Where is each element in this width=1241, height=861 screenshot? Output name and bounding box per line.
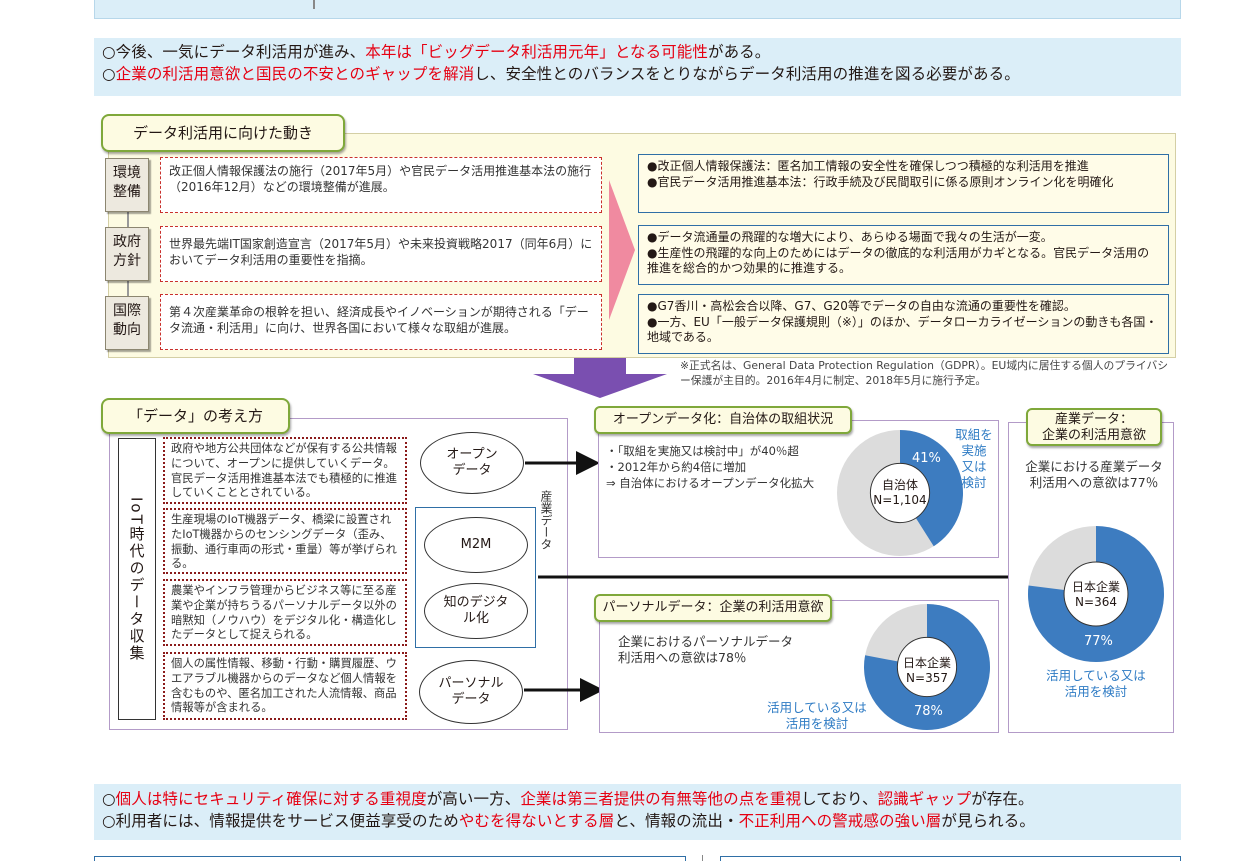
summary-text: ○ — [102, 65, 116, 83]
desc-government: 世界最先端IT国家創造宣言（2017年5月）や未来投資戦略2017（同年6月）に… — [160, 226, 602, 282]
iot-vertical-label: IoT時代のデータ収集 — [118, 438, 156, 720]
industry-data-title: 産業データ：企業の利活用意欲 — [1026, 408, 1162, 446]
bullet: ●G7香川・高松会合以降、G7、G20等でデータの自由な流通の重要性を確認。 — [647, 299, 1076, 313]
top-summary-line1: ○今後、一気にデータ利活用が進み、本年は「ビッグデータ利活用元年」となる可能性が… — [102, 41, 1181, 63]
open-data-title: オープンデータ化：自治体の取組状況 — [594, 406, 852, 434]
bullet: ●官民データ活用推進基本法：行政手続及び民間取引に係る原則オンライン化を明確化 — [647, 174, 1114, 189]
donut-hole — [896, 636, 958, 698]
movement-title: データ利活用に向けた動き — [101, 114, 345, 152]
desc-environment: 改正個人情報保護法の施行（2017年5月）や官民データ活用推進基本法の施行（20… — [160, 157, 602, 213]
label-government: 政府方針 — [105, 227, 149, 281]
desc-international: 第４次産業革命の根幹を担い、経済成長やイノベーションが期待される「データ流通・利… — [160, 294, 602, 350]
industry-data-text: 企業における産業データ利活用への意欲は77％ — [1025, 459, 1163, 490]
ellipse-knowledge: 知のデジタル化 — [424, 583, 528, 639]
personal-data-title: パーソナルデータ：企業の利活用意欲 — [594, 594, 832, 622]
top-strip — [94, 0, 1181, 19]
desc-open-data: 政府や地方公共団体などが保有する公共情報について、オープンに提供していくデータ。… — [163, 437, 407, 504]
personal-data-donut — [864, 604, 990, 730]
ellipse-personal: パーソナルデータ — [419, 660, 523, 724]
open-data-text: ・「取組を実施又は検討中」が40％超・2012年から約4倍に増加⇒ 自治体におけ… — [606, 444, 815, 490]
top-summary-line2: ○企業の利活用意欲と国民の不安とのギャップを解消し、安全性とのバランスをとりなが… — [102, 63, 1181, 85]
bullet: ●データ流通量の飛躍的な増大により、あらゆる場面で我々の生活が一変。 — [647, 230, 1053, 244]
bottom-summary-line1: ○個人は特にセキュリティ確保に対する重視度が高い一方、企業は第三者提供の有無等他… — [102, 790, 1034, 808]
bullets-international: ●G7香川・高松会合以降、G7、G20等でデータの自由な流通の重要性を確認。 ●… — [638, 294, 1169, 354]
personal-data-caption: 活用している又は活用を検討 — [767, 700, 867, 731]
summary-text: し、安全性とのバランスをとりながらデータ利活用の推進を図る必要がある。 — [474, 65, 1020, 83]
desc-m2m: 生産現場のIoT機器データ、橋梁に設置されたIoT機器からのセンシングデータ（歪… — [163, 508, 407, 574]
bottom-right-panel-edge — [720, 856, 1181, 861]
personal-data-text: 企業におけるパーソナルデータ利活用への意欲は78％ — [618, 634, 794, 665]
purple-down-arrow-icon — [533, 358, 667, 398]
bullet: ●一方、EU「一般データ保護規則（※）」のほか、データローカライゼーションの動き… — [647, 314, 1158, 345]
summary-highlight: 本年は「ビッグデータ利活用元年」となる可能性 — [365, 43, 708, 61]
bottom-divider — [702, 855, 703, 861]
donut-hole — [1063, 561, 1129, 627]
bullets-government: ●データ流通量の飛躍的な増大により、あらゆる場面で我々の生活が一変。 ●生産性の… — [638, 225, 1169, 285]
open-data-side-label: 取組を実施又は検討 — [955, 427, 993, 490]
industry-data-caption: 活用している又は活用を検討 — [1046, 668, 1146, 699]
gdpr-footnote: ※正式名は、General Data Protection Regulation… — [680, 359, 1169, 387]
open-data-pct: 41% — [912, 451, 941, 466]
summary-text: ○今後、一気にデータ利活用が進み、 — [102, 43, 366, 61]
industry-data-donut — [1028, 526, 1164, 662]
personal-data-pct: 78% — [914, 704, 943, 719]
bullets-environment: ●改正個人情報保護法：匿名加工情報の安全性を確保しつつ積極的な利活用を推進 ●官… — [638, 154, 1169, 213]
ellipse-open-data: オープンデータ — [420, 432, 524, 494]
ellipse-m2m: M2M — [424, 517, 528, 573]
bottom-left-panel-edge — [94, 856, 686, 861]
label-environment: 環境整備 — [105, 158, 149, 212]
top-summary: ○今後、一気にデータ利活用が進み、本年は「ビッグデータ利活用元年」となる可能性が… — [94, 38, 1181, 96]
donut-hole — [869, 462, 931, 524]
pink-arrow-icon — [609, 180, 635, 320]
industry-data-label: 産業データ — [539, 490, 553, 550]
summary-highlight: 企業の利活用意欲と国民の不安とのギャップを解消 — [115, 65, 475, 83]
bullet: ●改正個人情報保護法：匿名加工情報の安全性を確保しつつ積極的な利活用を推進 — [647, 159, 1089, 173]
open-data-donut — [837, 430, 963, 556]
desc-knowledge: 農業やインフラ管理からビジネス等に至る産業や企業が持ちうるパーソナルデータ以外の… — [163, 579, 407, 646]
bottom-summary-line2: ○利用者には、情報提供をサービス便益享受のためやむを得ないとする層と、情報の流出… — [102, 812, 1035, 830]
bullet: ●生産性の飛躍的な向上のためにはデータの徹底的な利活用がカギとなる。官民データ活… — [647, 245, 1150, 276]
data-concept-title: 「データ」の考え方 — [101, 398, 290, 434]
top-strip-divider — [313, 0, 315, 9]
bottom-summary: ○個人は特にセキュリティ確保に対する重視度が高い一方、企業は第三者提供の有無等他… — [94, 784, 1181, 840]
industry-data-pct: 77% — [1084, 634, 1113, 649]
label-international: 国際動向 — [105, 296, 149, 350]
desc-personal: 個人の属性情報、移動・行動・購買履歴、ウエアラブル機器からのデータなど個人情報を… — [163, 652, 407, 720]
summary-text: がある。 — [707, 43, 771, 61]
